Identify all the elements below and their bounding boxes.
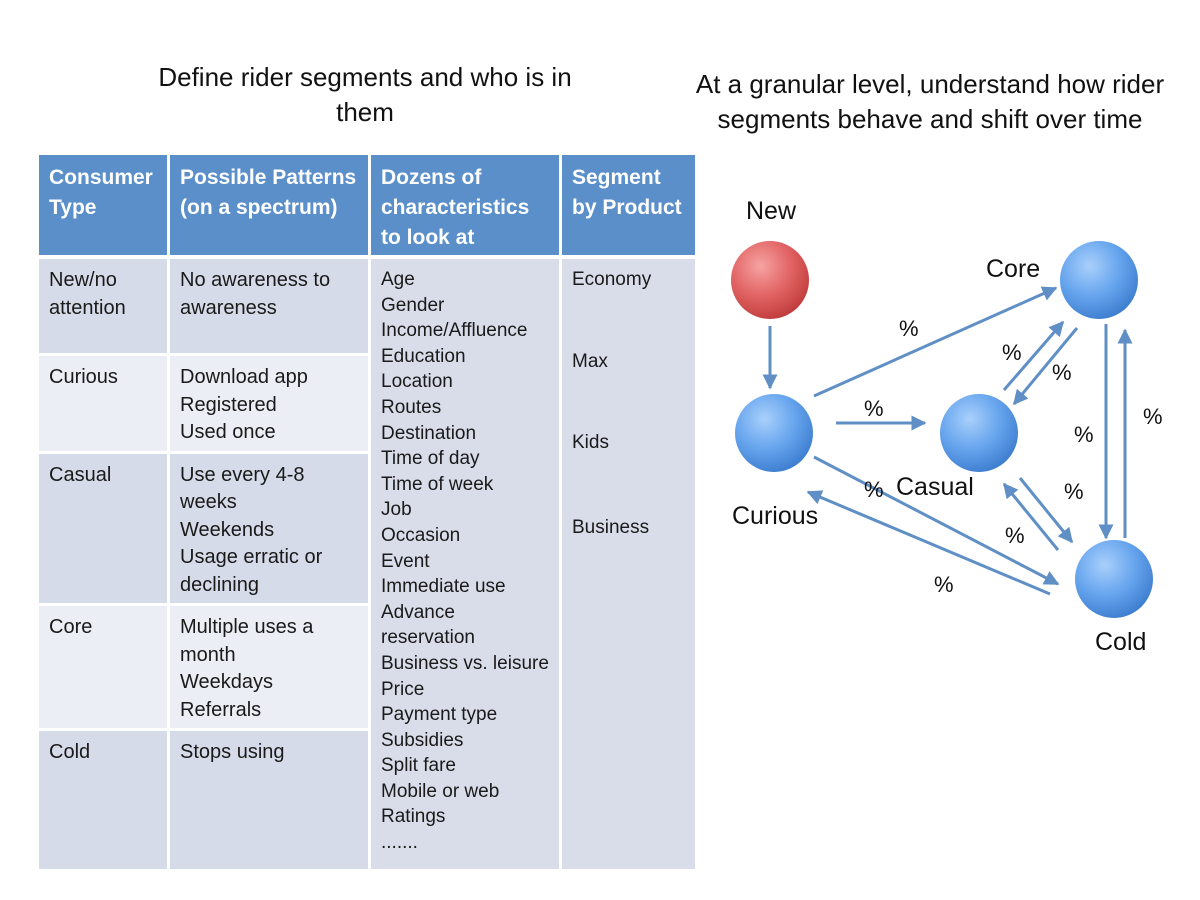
characteristic-item: Price: [381, 678, 425, 700]
pattern-line: Registered: [180, 393, 277, 416]
pattern-line: Used once: [180, 421, 276, 443]
consumer-type-cell: New/no attention: [39, 259, 167, 356]
patterns-cell: Multiple uses a month Weekdays Referrals: [170, 606, 368, 731]
pct-curious-cold-upper: %: [864, 477, 884, 502]
characteristic-item: Gender: [381, 294, 445, 316]
label-cold: Cold: [1095, 628, 1146, 656]
label-new: New: [746, 197, 797, 225]
table-row: Core Multiple uses a month Weekdays Refe…: [39, 606, 695, 731]
arrow-curious-to-core: [813, 286, 1058, 398]
characteristic-item: Location: [381, 371, 453, 393]
header-consumer-type: Consumer Type: [39, 155, 167, 259]
pattern-line: Download app: [180, 366, 308, 388]
characteristic-item: Age: [381, 269, 415, 290]
node-curious: [735, 394, 813, 472]
pct-curious-to-casual: %: [864, 396, 884, 421]
header-possible-patterns: Possible Patterns (on a spectrum): [170, 155, 368, 259]
pct-curious-to-core: %: [899, 316, 919, 341]
characteristic-item: Business vs. leisure: [381, 652, 549, 674]
pattern-line: Weekdays: [180, 671, 274, 693]
pct-cold-to-casual: %: [1005, 523, 1025, 548]
node-core: [1060, 241, 1138, 319]
product-item: Business: [572, 516, 650, 538]
patterns-cell: No awareness to awareness: [170, 259, 368, 356]
pattern-line: Weekends: [180, 518, 275, 541]
pct-cold-to-core: %: [1143, 404, 1163, 429]
arrow-cold-to-casual: [1002, 482, 1060, 551]
consumer-type-cell: Casual: [39, 453, 167, 606]
arrow-cold-to-curious: [806, 490, 1051, 596]
pattern-line: Use every 4-8 weeks: [180, 463, 305, 514]
characteristic-item: .......: [381, 832, 418, 854]
characteristics-cell: Age Gender Income/Affluence Education Lo…: [371, 259, 559, 869]
characteristic-item: Event: [381, 550, 430, 572]
node-new: [731, 241, 809, 319]
characteristic-item: Split fare: [381, 755, 456, 777]
table-row: Curious Download app Registered Used onc…: [39, 356, 695, 454]
characteristic-item: Payment type: [381, 704, 498, 726]
node-cold: [1075, 540, 1153, 618]
left-heading: Define rider segments and who is in them: [158, 62, 572, 127]
patterns-cell: Download app Registered Used once: [170, 356, 368, 454]
characteristic-item: Time of day: [381, 448, 480, 470]
characteristic-item: Time of week: [381, 473, 494, 495]
product-item: Economy: [572, 269, 652, 290]
pct-core-to-casual: %: [1052, 360, 1072, 385]
characteristic-item: Routes: [381, 396, 442, 418]
pct-core-to-cold: %: [1074, 422, 1094, 447]
pattern-line: Referrals: [180, 698, 262, 721]
characteristic-item: Education: [381, 345, 466, 367]
node-casual: [940, 394, 1018, 472]
pattern-line: Stops using: [180, 741, 285, 763]
table-row: Cold Stops using: [39, 731, 695, 869]
characteristic-item: Job: [381, 499, 412, 521]
pct-casual-to-core: %: [1002, 340, 1022, 365]
characteristic-item: Immediate use: [381, 576, 506, 598]
characteristic-item: Mobile or web: [381, 780, 500, 802]
arrow-casual-to-core: [1002, 320, 1065, 391]
header-characteristics: Dozens of characteristics to look at: [371, 155, 559, 259]
table-row: New/no attention No awareness to awarene…: [39, 259, 695, 869]
product-item: Max: [572, 350, 608, 372]
pct-curious-cold-lower: %: [934, 572, 954, 597]
table-row: Casual Use every 4-8 weeks Weekends Usag…: [39, 453, 695, 606]
arrow-curious-to-cold: [813, 455, 1060, 586]
patterns-cell: Use every 4-8 weeks Weekends Usage errat…: [170, 453, 368, 606]
label-casual: Casual: [896, 473, 974, 501]
right-heading: At a granular level, understand how ride…: [695, 69, 1165, 134]
pattern-line: Usage erratic or declining: [180, 546, 323, 596]
characteristic-item: Occasion: [381, 524, 461, 546]
arrow-casual-to-cold: [1018, 477, 1074, 544]
characteristic-item: Destination: [381, 422, 477, 444]
consumer-type-cell: Cold: [39, 731, 167, 869]
patterns-cell: Stops using: [170, 731, 368, 869]
label-core: Core: [986, 255, 1040, 283]
characteristic-item: Income/Affluence: [381, 320, 528, 342]
characteristic-item: Subsidies: [381, 729, 464, 751]
pattern-line: No awareness to awareness: [180, 269, 331, 319]
consumer-type-cell: Curious: [39, 356, 167, 454]
arrow-core-to-casual: [1012, 327, 1079, 406]
segments-table: Consumer Type Possible Patterns (on a sp…: [36, 155, 698, 869]
pct-casual-to-cold: %: [1064, 479, 1084, 504]
header-segment-by-product: Segment by Product: [562, 155, 695, 259]
segment-flow-diagram: New Core Curious Casual Cold % % % % % %…: [731, 197, 1163, 656]
label-curious: Curious: [732, 502, 818, 530]
characteristic-item: Advance reservation: [381, 601, 475, 649]
pattern-line: Multiple uses a month: [180, 616, 314, 666]
products-cell: Economy Max Kids Business: [562, 259, 695, 869]
consumer-type-cell: Core: [39, 606, 167, 731]
table-header-row: Consumer Type Possible Patterns (on a sp…: [39, 155, 695, 259]
characteristic-item: Ratings: [381, 806, 446, 828]
product-item: Kids: [572, 432, 609, 454]
